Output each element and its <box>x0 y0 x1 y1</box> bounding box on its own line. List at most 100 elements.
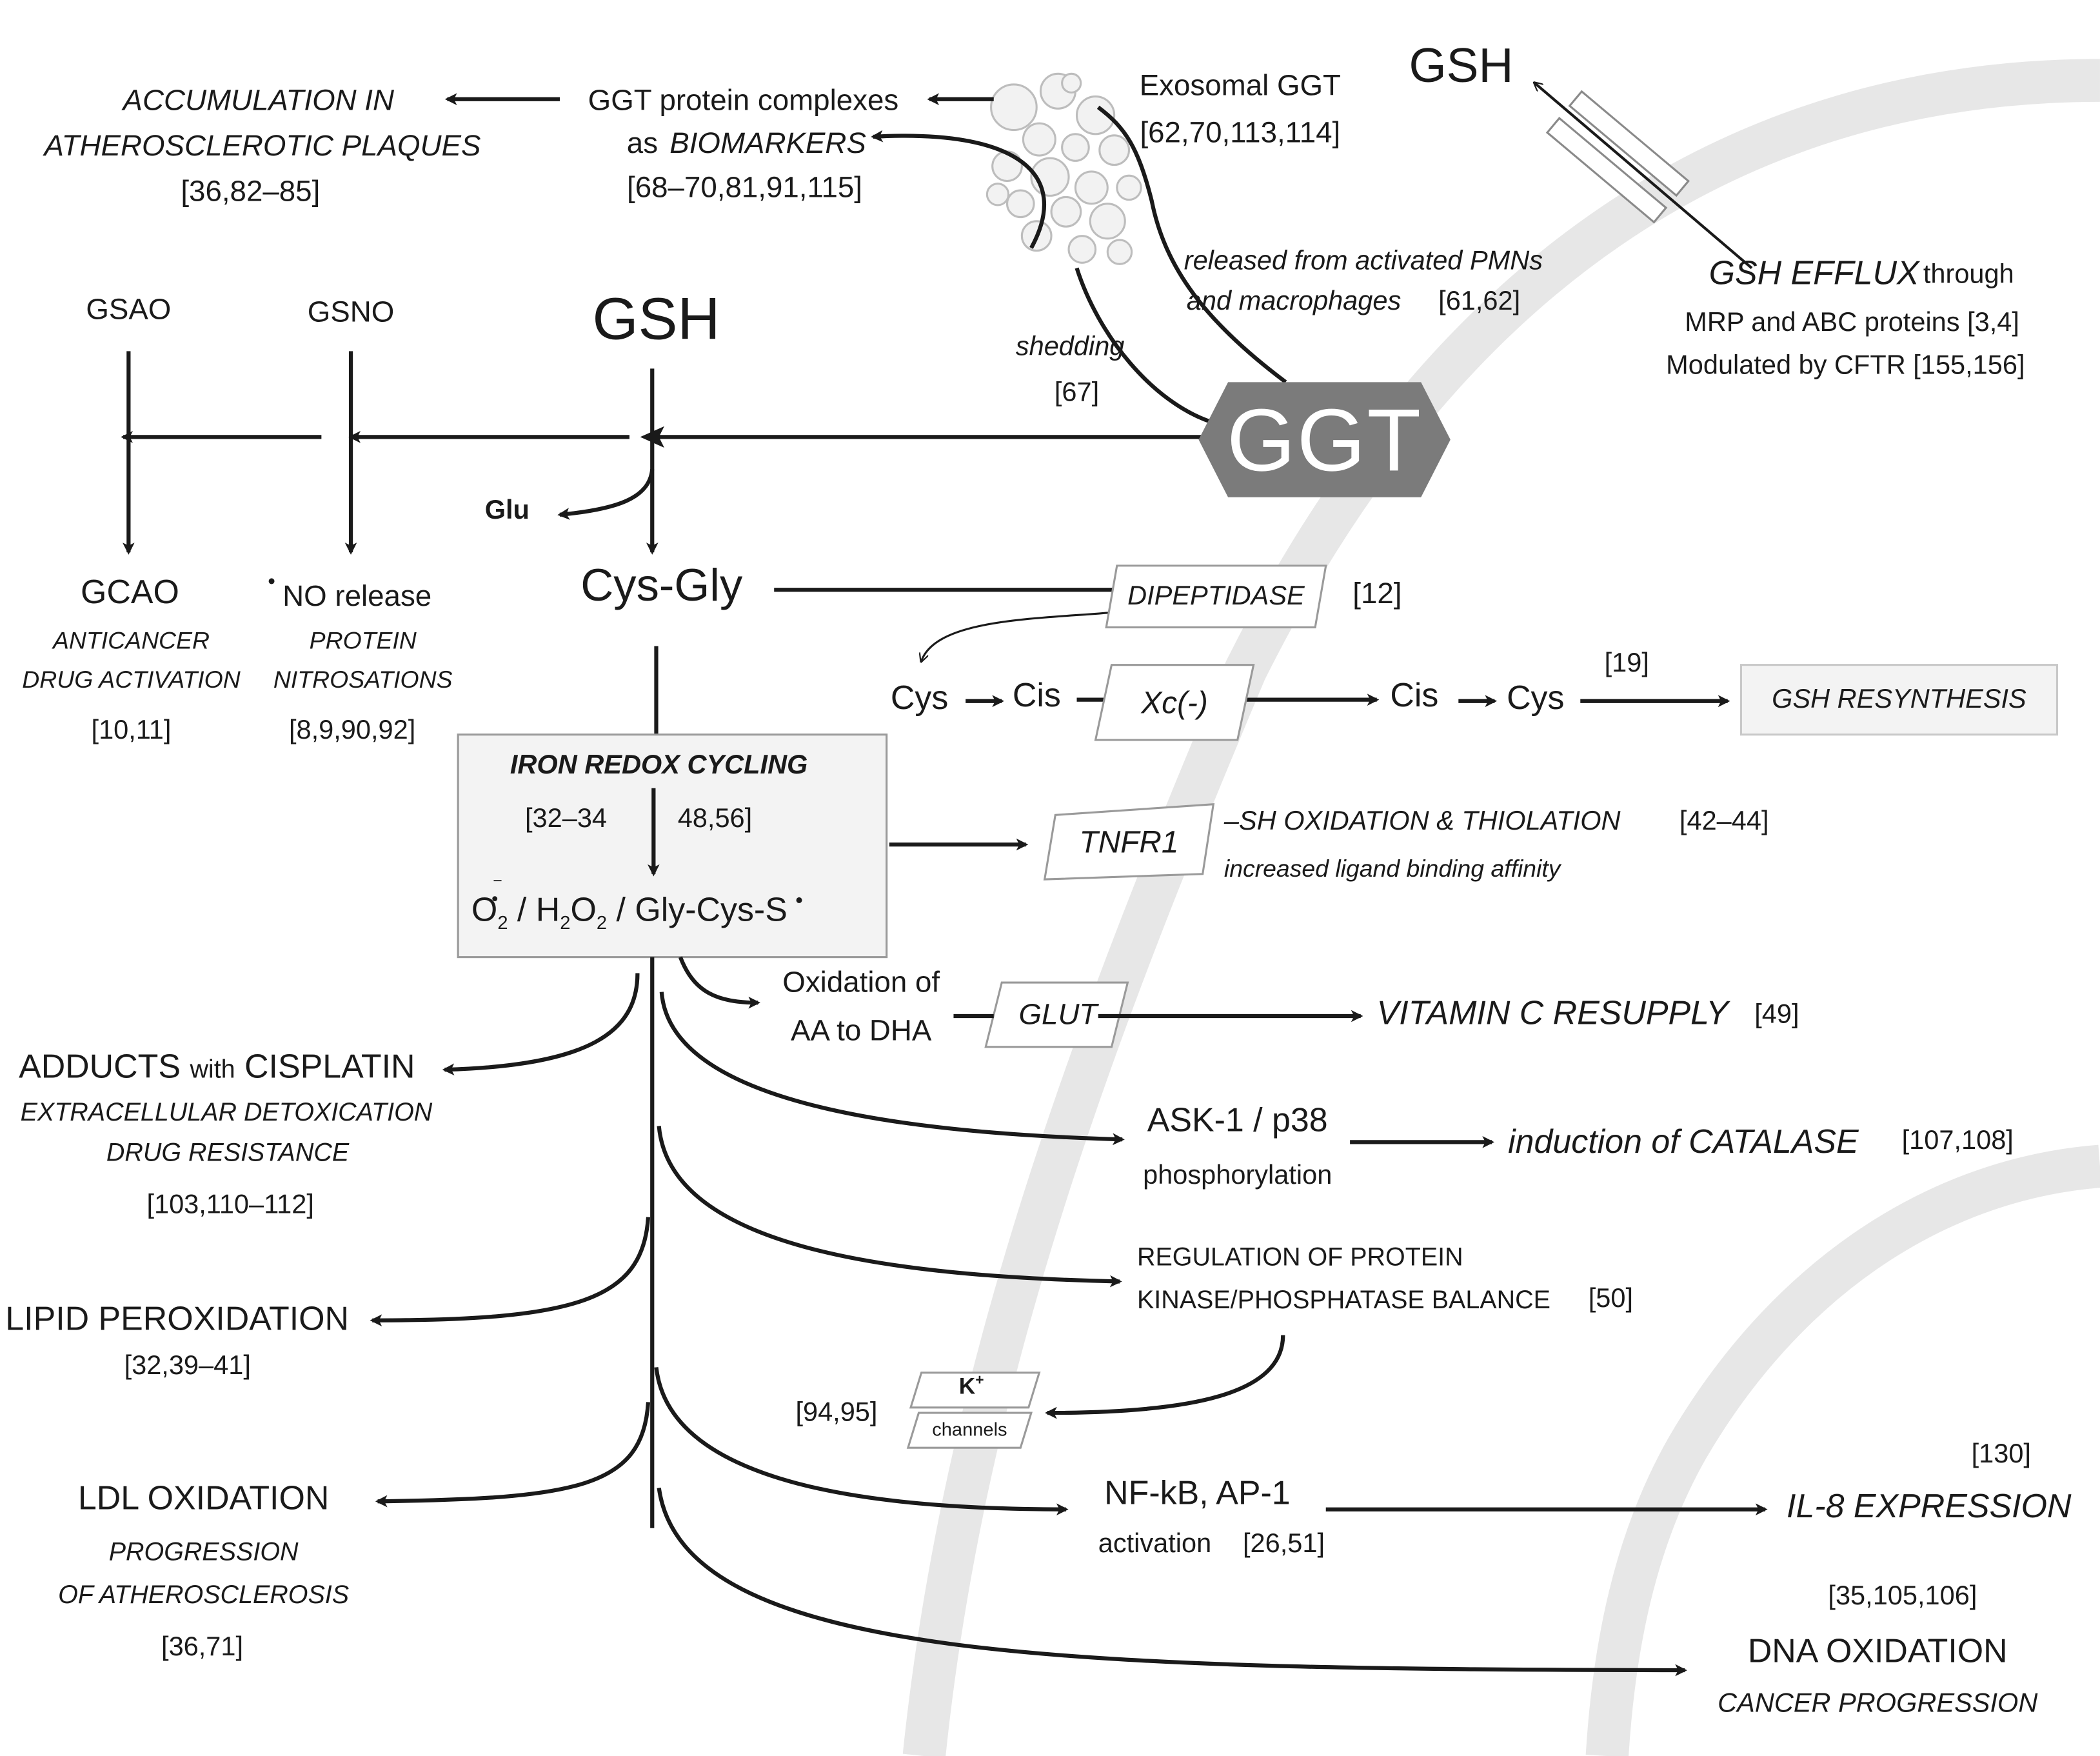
exosome-cluster <box>986 72 1142 265</box>
accumulation-line1: ACCUMULATION IN <box>123 83 395 117</box>
biomarkers-label: BIOMARKERS <box>669 126 866 160</box>
arrow-to-kinase <box>657 1126 1122 1288</box>
cys-1: Cys <box>890 679 949 717</box>
nfkb-ref: [26,51] <box>1242 1529 1325 1559</box>
tnfr1-line1: –SH OXIDATION & THIOLATION <box>1223 806 1621 837</box>
biomarkers-ref: [68–70,81,91,115] <box>627 170 863 204</box>
vitamin-c-label: VITAMIN C RESUPPLY <box>1376 994 1729 1032</box>
gcao-line2: ANTICANCER <box>53 627 210 655</box>
gsh-resynthesis-label: GSH RESYNTHESIS <box>1772 684 2026 714</box>
kchannel-k: K+ <box>958 1372 984 1399</box>
tnfr1-box <box>1043 803 1215 881</box>
arrow-kinase-to-kchannels <box>1045 1335 1285 1419</box>
arrow-dipeptidase-to-cys <box>922 610 1125 661</box>
adducts-line1: ADDUCTS with CISPLATIN <box>19 1048 415 1086</box>
nfkb-activation: activation <box>1098 1529 1212 1559</box>
exosomal-ref: [62,70,113,114] <box>1140 115 1341 149</box>
kinase-line1: REGULATION OF PROTEIN <box>1136 1244 1463 1272</box>
xc-box <box>1094 664 1255 741</box>
released-line2: and macrophages <box>1186 286 1402 317</box>
cis-1: Cis <box>1012 677 1061 715</box>
membrane-arc-inner <box>1585 1144 2100 1756</box>
accumulation-ref: [36,82–85] <box>181 174 321 208</box>
efflux-cftr: Modulated by CFTR [155,156] <box>1666 351 2025 381</box>
shedding-ref: [67] <box>1054 377 1100 408</box>
k-channel-bottom <box>906 1412 1033 1449</box>
iron-ref-right: 48,56] <box>677 804 753 834</box>
arrow-to-oxidation-aa <box>678 956 761 1009</box>
nfkb-label: NF-kB, AP-1 <box>1104 1474 1291 1512</box>
adducts-line3: DRUG RESISTANCE <box>106 1139 350 1168</box>
resynthesis-box <box>1739 664 2059 736</box>
vitamin-c-ref: [49] <box>1754 1000 1799 1030</box>
cis-2: Cis <box>1390 677 1439 715</box>
efflux-through: through <box>1923 260 2014 290</box>
arrow-to-ask <box>659 992 1125 1146</box>
kinase-line2: KINASE/PHOSPHATASE BALANCE <box>1136 1286 1550 1315</box>
tnfr1-line2: increased ligand binding affinity <box>1223 855 1561 883</box>
arrow-to-nfkb <box>654 1367 1069 1516</box>
ggt-enzyme: GGT <box>1198 382 1451 497</box>
iron-ref-left: [32–34 <box>524 804 608 834</box>
catalase-label: induction of CATALASE <box>1508 1123 1859 1161</box>
no-ref: [8,9,90,92] <box>288 715 416 746</box>
dna-line2: CANCER PROGRESSION <box>1718 1689 2038 1719</box>
kinase-ref: [50] <box>1588 1284 1633 1314</box>
biomarkers-as: as <box>626 126 659 160</box>
catalase-ref: [107,108] <box>1901 1126 2014 1156</box>
gsh-extracellular: GSH <box>1409 37 1514 93</box>
ldl-line3: OF ATHEROSCLEROSIS <box>58 1581 350 1610</box>
ggt-label: GGT <box>1227 390 1423 490</box>
gcao-line3: DRUG ACTIVATION <box>22 666 241 693</box>
dipeptidase-ref: [12] <box>1352 576 1402 610</box>
no-line3: NITROSATIONS <box>273 666 453 693</box>
adducts-ref: [103,110–112] <box>146 1190 314 1220</box>
efflux-mrp: MRP and ABC proteins [3,4] <box>1685 308 2019 338</box>
gsno-label: GSNO <box>307 295 395 329</box>
lipid-label: LIPID PEROXIDATION <box>5 1300 349 1338</box>
superoxide-dot: • <box>491 887 499 909</box>
ask-label: ASK-1 / p38 <box>1147 1102 1328 1140</box>
k-channel-top <box>909 1372 1041 1409</box>
arrow-gsh-efflux <box>1535 83 1753 270</box>
ldl-line2: PROGRESSION <box>108 1539 299 1568</box>
gsh-label: GSH <box>592 286 720 353</box>
glut-label: GLUT <box>1018 997 1098 1031</box>
adducts-line2: EXTRACELLULAR DETOXICATION <box>20 1099 433 1128</box>
gcao-ref: [10,11] <box>91 715 172 746</box>
arrow-to-lipid <box>370 1217 651 1327</box>
kchannels-label: channels <box>932 1418 1007 1440</box>
shedding-label: shedding <box>1015 332 1125 363</box>
ldl-ref: [36,71] <box>161 1632 244 1662</box>
iron-box-title: IRON REDOX CYCLING <box>510 750 808 781</box>
no-radical-dot: • <box>268 571 275 594</box>
no-line2: PROTEIN <box>309 627 417 655</box>
oxidation-line2: AA to DHA <box>791 1013 932 1047</box>
ldl-label: LDL OXIDATION <box>77 1480 330 1518</box>
il8-ref: [130] <box>1971 1439 2031 1470</box>
lipid-ref: [32,39–41] <box>124 1351 251 1381</box>
dipeptidase-label: DIPEPTIDASE <box>1127 581 1305 611</box>
superoxide: O•−2 <box>471 871 508 933</box>
biomarkers-line1: GGT protein complexes <box>588 83 899 117</box>
kchannels-ref: [94,95] <box>795 1398 878 1428</box>
arrow-exosome-to-biomarkers <box>871 130 1047 249</box>
dna-ref: [35,105,106] <box>1828 1581 1977 1611</box>
dipeptidase-box <box>1105 564 1327 629</box>
arrow-to-dna <box>657 1488 1687 1677</box>
curve-shedding <box>1075 267 1213 424</box>
dna-line1: DNA OXIDATION <box>1747 1632 2008 1671</box>
il8-label: IL-8 EXPRESSION <box>1787 1488 2072 1526</box>
released-line1: released from activated PMNs <box>1184 246 1543 277</box>
cys-2: Cys <box>1507 679 1565 717</box>
cysgly-label: Cys-Gly <box>580 560 743 612</box>
arrow-to-ldl <box>375 1402 651 1508</box>
gsao-label: GSAO <box>86 292 172 326</box>
iron-box <box>457 733 888 959</box>
exosomal-label: Exosomal GGT <box>1139 68 1341 102</box>
curve-released-pmn <box>1096 105 1287 384</box>
tnfr1-label: TNFR1 <box>1079 823 1179 859</box>
superoxide-charge: − <box>493 871 502 890</box>
glut-box <box>984 981 1129 1048</box>
